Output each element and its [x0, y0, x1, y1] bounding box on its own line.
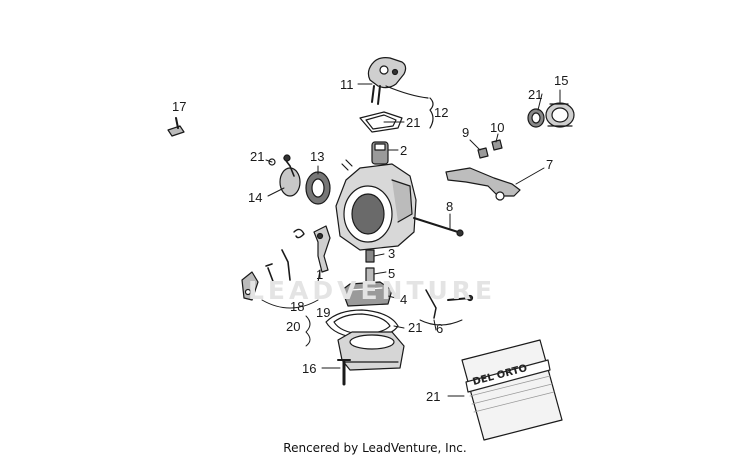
part-bolt-17	[167, 117, 185, 137]
part-gasket-cover	[359, 111, 403, 133]
callout-4: 4	[400, 292, 408, 307]
part-screw-6a	[425, 289, 437, 319]
bracket-6	[419, 319, 463, 326]
bracket-20	[305, 315, 311, 347]
part-linkage-1	[313, 225, 331, 273]
render-credit: Rencered by LeadVenture, Inc.	[283, 441, 467, 455]
callout-18: 18	[290, 299, 305, 314]
callout-21-ring: 21	[528, 87, 543, 102]
part-screw-6b	[447, 297, 471, 301]
callout-16: 16	[302, 361, 317, 376]
callout-10: 10	[490, 120, 505, 135]
callout-11: 11	[340, 77, 354, 92]
part-pump-14	[279, 154, 301, 197]
callout-9: 9	[462, 125, 470, 140]
part-nut-10	[491, 139, 503, 151]
callout-13: 13	[310, 149, 325, 164]
callout-3: 3	[388, 246, 396, 261]
part-nut-9	[477, 147, 489, 159]
callout-21-bag: 21	[426, 389, 441, 404]
part-diaphragm-13	[305, 171, 331, 205]
callout-8: 8	[446, 199, 454, 214]
callout-21-washer: 21	[250, 149, 265, 164]
part-top-cover	[367, 57, 429, 105]
watermark: LEADVENTURE	[248, 276, 497, 305]
callout-5: 5	[388, 266, 396, 281]
part-bag-21e	[461, 339, 563, 441]
part-jet-5	[365, 267, 375, 283]
bracket-18	[261, 299, 319, 309]
callout-2: 2	[400, 143, 408, 158]
callout-12: 12	[434, 105, 449, 120]
callout-7: 7	[546, 157, 554, 172]
callout-1: 1	[316, 267, 324, 282]
part-jet-3	[365, 249, 375, 263]
callout-15: 15	[554, 73, 569, 88]
callout-20: 20	[286, 319, 301, 334]
part-pin	[281, 249, 291, 281]
callout-21-gasket: 21	[406, 115, 421, 130]
part-ring-21c	[527, 108, 545, 128]
bracket-12	[429, 97, 434, 129]
callout-6: 6	[436, 321, 444, 336]
callout-19: 19	[316, 305, 331, 320]
part-float-bowl	[337, 331, 405, 371]
callout-21-bowl-gasket: 21	[408, 320, 423, 335]
part-screw-small	[265, 263, 275, 285]
callout-17: 17	[172, 99, 187, 114]
part-washer-21b	[268, 158, 276, 166]
part-filter-15	[545, 102, 575, 128]
part-lever-7	[445, 167, 521, 201]
part-throttle-lever	[241, 271, 259, 301]
part-cap-2	[371, 141, 389, 165]
callout-14: 14	[248, 190, 263, 205]
leader-lines	[265, 83, 561, 397]
part-spring	[293, 228, 305, 239]
part-float-4	[341, 281, 393, 307]
part-carburetor-body	[335, 159, 417, 251]
part-screw-8	[413, 217, 459, 233]
